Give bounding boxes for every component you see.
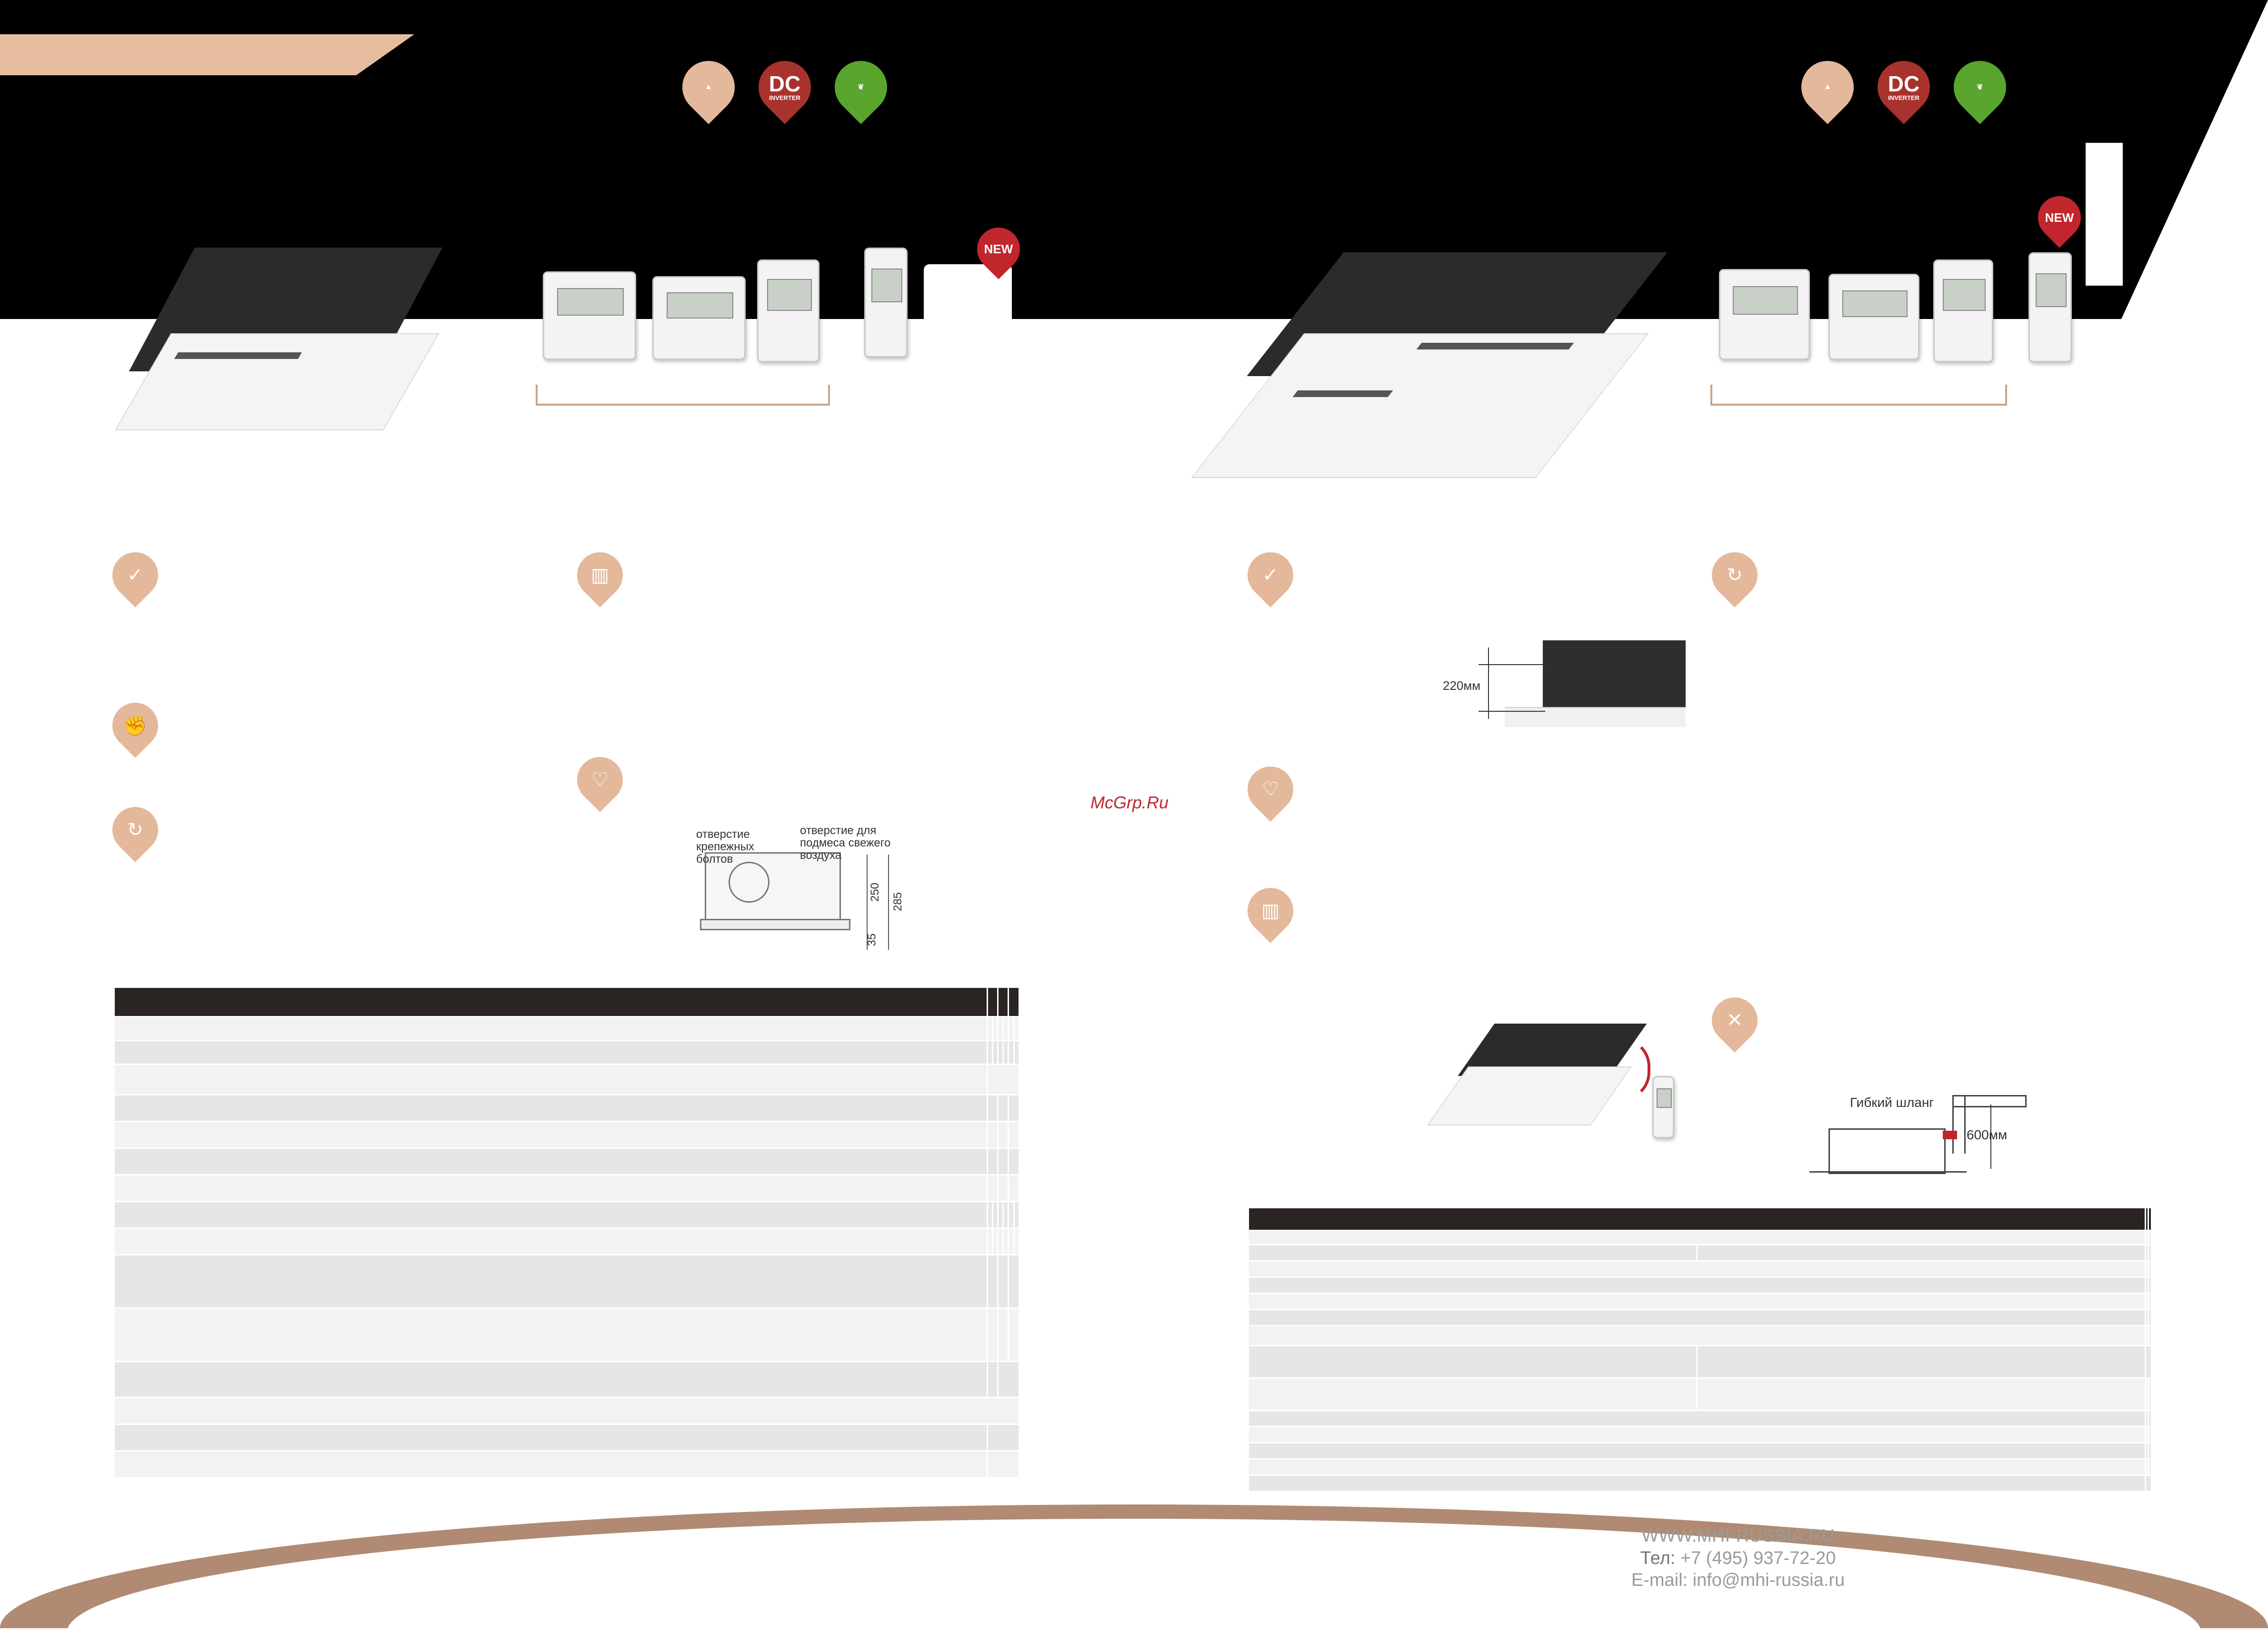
website-link[interactable]: WWW.MHI-RUSSIA.RU	[1641, 1526, 1835, 1546]
hose-label: Гибкий шланг	[1850, 1095, 1934, 1110]
dc-label-2: DC	[1888, 71, 1920, 96]
quality-check-icon: ✓	[103, 543, 168, 607]
inverter-label-2: INVERTER	[1888, 94, 1919, 101]
lift-label: 600мм	[1967, 1127, 2008, 1142]
simple-controller-icon-2	[1933, 259, 1993, 362]
healthy-air-icon: ♡	[568, 747, 632, 812]
wired-controller-icon-2	[1828, 274, 1919, 360]
eco-leaf-badge-icon-2: ❦	[1943, 50, 2017, 124]
remote-control-icon: ▥	[568, 543, 632, 607]
power-arm-icon: ✊	[103, 693, 168, 758]
remote-control-icon-2: ▥	[1238, 878, 1303, 943]
eco-leaf-badge-icon: ❦	[824, 50, 898, 124]
watermark: McGrp.Ru	[1090, 793, 1169, 812]
dim-285: 285	[891, 892, 905, 912]
touch-controller-icon	[543, 271, 636, 360]
new-label-2: NEW	[2045, 210, 2074, 225]
section-tag	[0, 34, 414, 75]
simple-controller-icon	[757, 259, 819, 362]
comfort-badge-icon: ▲	[671, 50, 746, 124]
spec-table-left	[113, 986, 1020, 1478]
phone-number[interactable]: +7 (495) 937-72-20	[1680, 1548, 1836, 1568]
refresh-cycle-icon: ↻	[103, 797, 168, 862]
dc-inverter-badge-2: DC INVERTER	[1867, 50, 1941, 124]
bolt-holes-label: отверстие крепежных болтов	[696, 828, 754, 866]
ir-remote-icon	[864, 248, 908, 358]
new-badge: NEW	[968, 219, 1029, 279]
refresh-cycle-icon-2: ↻	[1702, 543, 1767, 607]
phone-line: Тел: +7 (495) 937-72-20	[1571, 1548, 1905, 1569]
wired-controller-icon	[652, 276, 746, 360]
header-right-bar	[2086, 143, 2123, 286]
quality-check-icon-2: ✓	[1238, 543, 1303, 607]
new-label: NEW	[984, 241, 1013, 256]
dc-label: DC	[769, 71, 801, 96]
controllers-bracket-2	[1710, 385, 2007, 406]
height-label: 220мм	[1443, 678, 1481, 693]
fresh-air-label: отверстие для подмеса свежего воздуха	[800, 824, 891, 862]
controllers-bracket	[536, 385, 830, 406]
comfort-badge-icon-2: ▲	[1790, 50, 1865, 124]
dc-inverter-badge: DC INVERTER	[748, 50, 822, 124]
new-badge-2: NEW	[2029, 187, 2090, 248]
phone-prefix: Тел:	[1640, 1548, 1676, 1568]
spec-table-right	[1248, 1207, 2153, 1492]
tools-icon: ✕	[1702, 988, 1767, 1053]
email-link[interactable]: E-mail: info@mhi-russia.ru	[1631, 1570, 1845, 1590]
inverter-label: INVERTER	[769, 94, 800, 101]
ir-remote-small-icon	[1652, 1076, 1674, 1138]
touch-controller-icon-2	[1719, 269, 1810, 360]
healthy-air-icon-2: ♡	[1238, 757, 1303, 822]
dim-35: 35	[865, 933, 879, 946]
ir-remote-icon-2	[2028, 252, 2072, 362]
dim-250: 250	[869, 882, 882, 902]
